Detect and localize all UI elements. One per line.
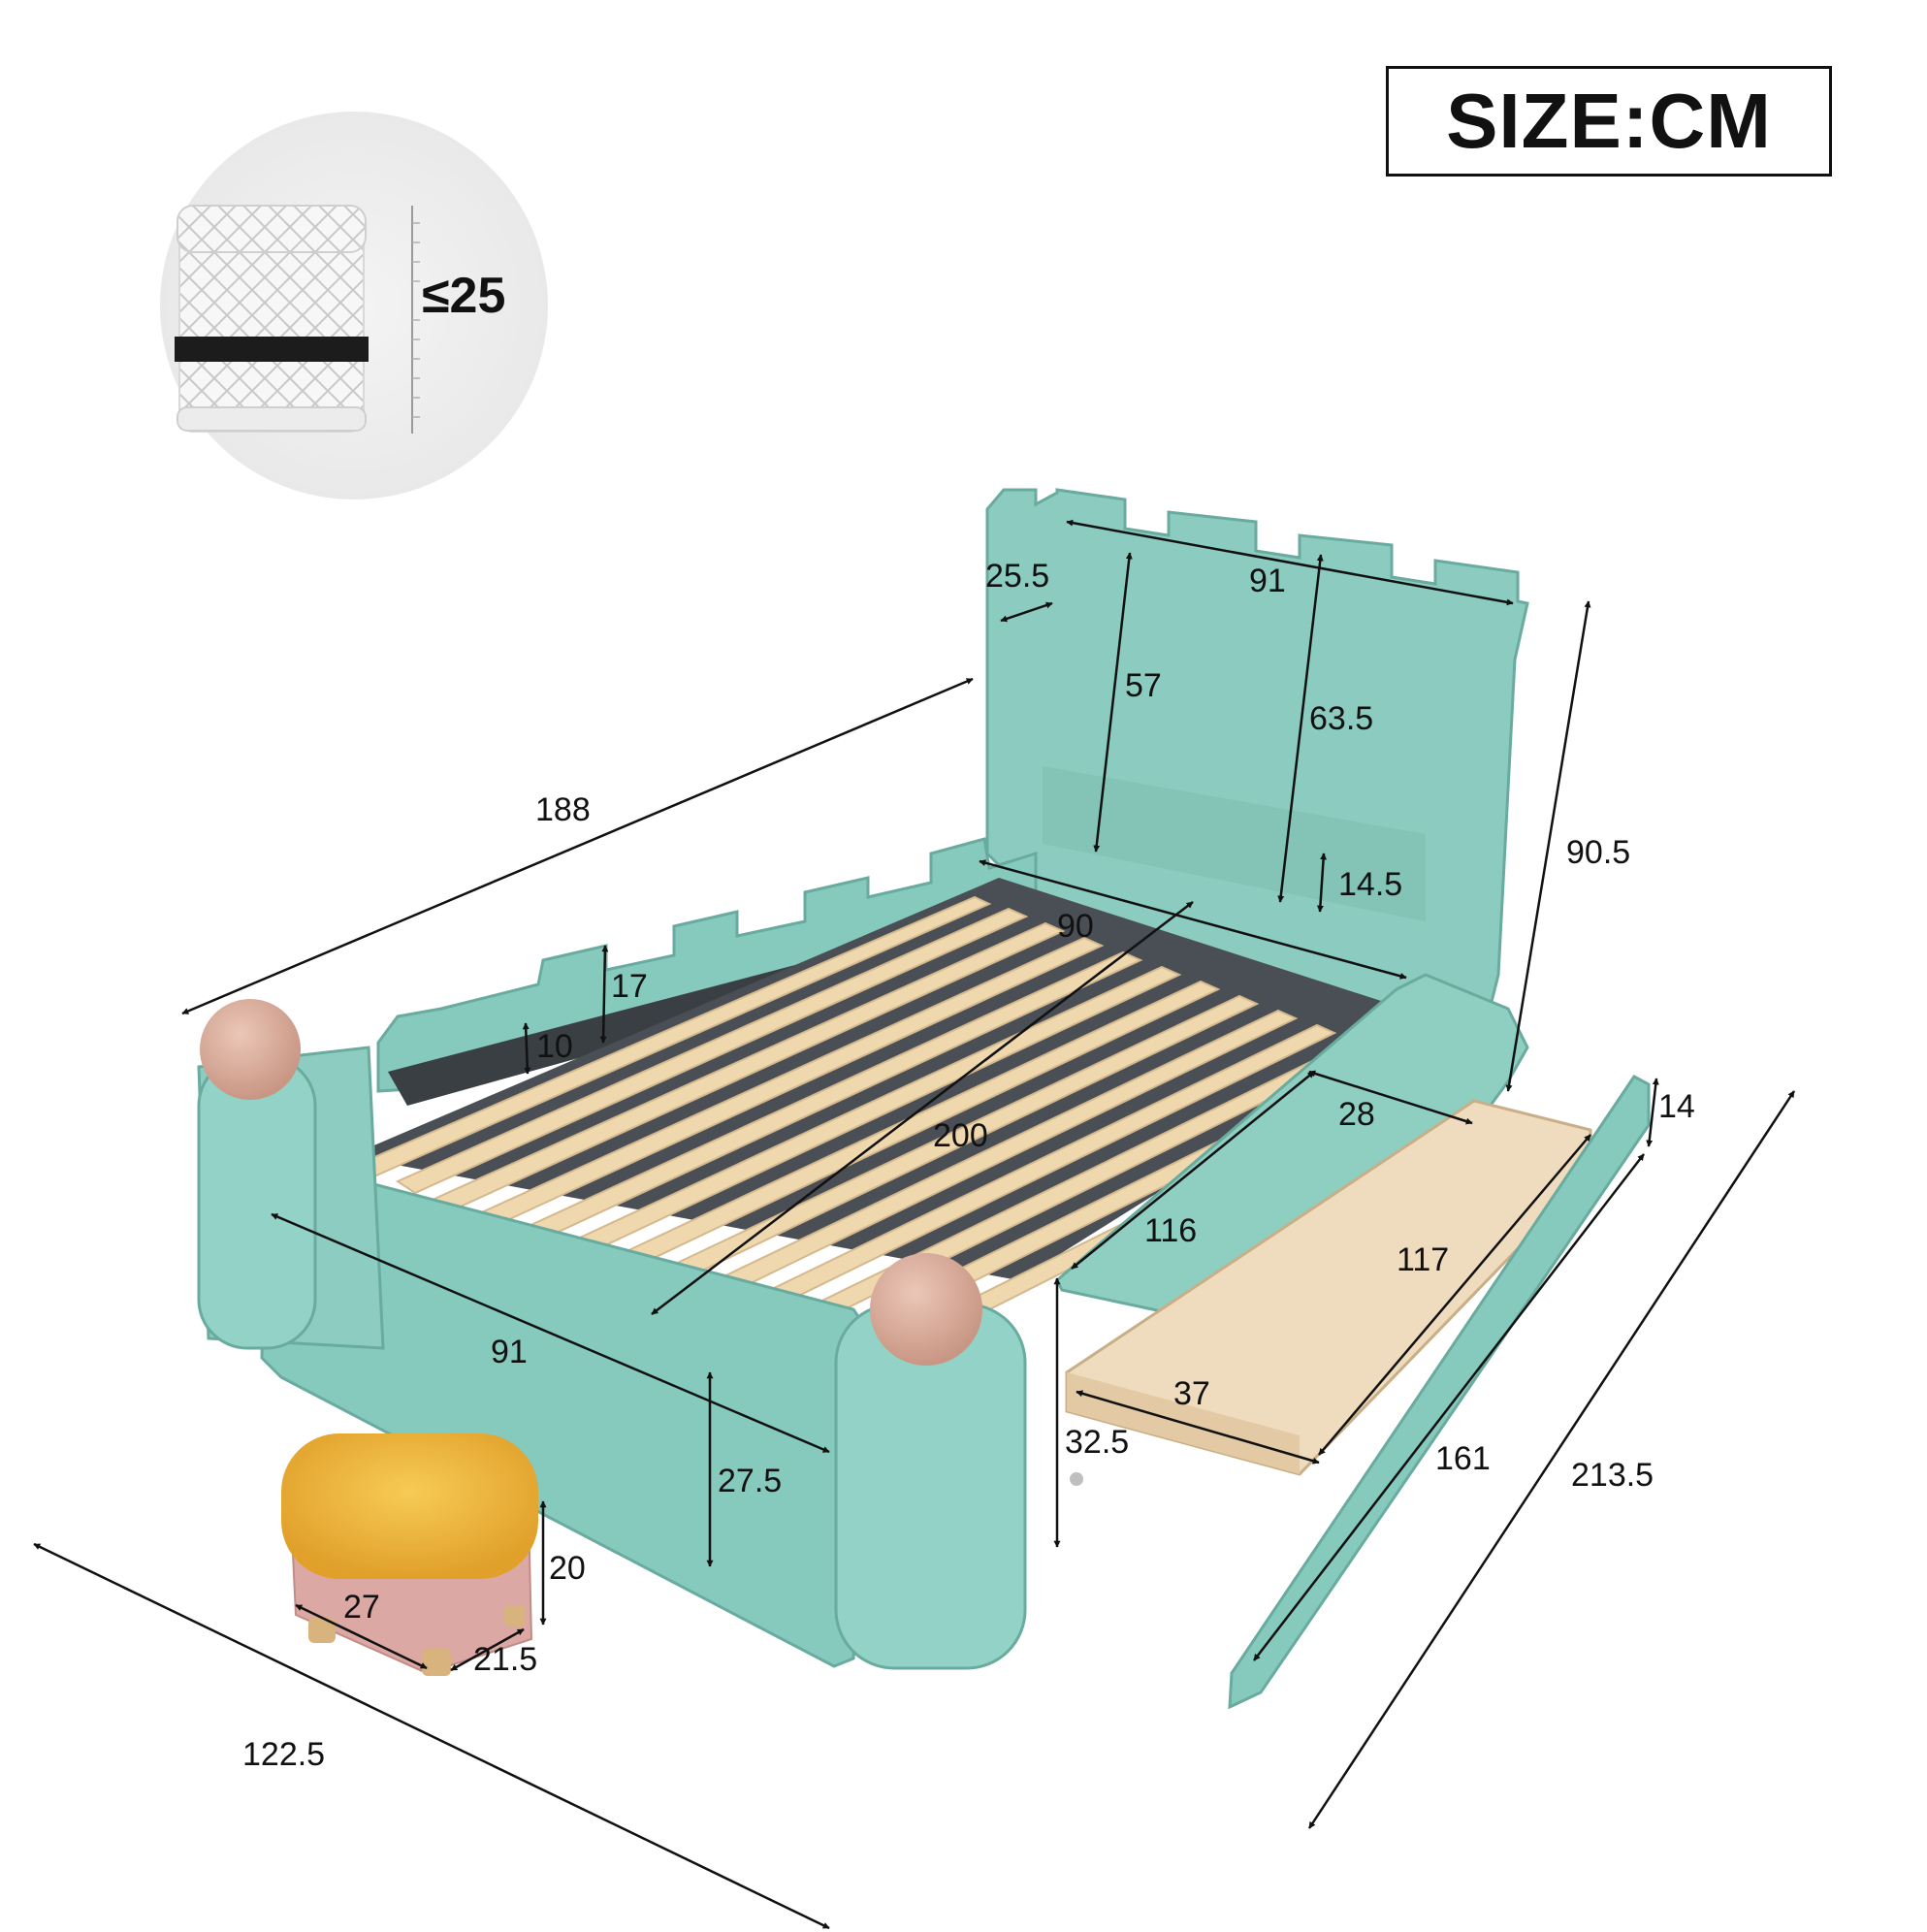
dimension-arrows bbox=[33, 519, 1796, 1930]
size-unit-box: SIZE:CM bbox=[1386, 66, 1832, 177]
drawer-wheel bbox=[1070, 1472, 1083, 1486]
label-side-rail-length: 188 bbox=[535, 791, 591, 828]
arrow-overall-height bbox=[1505, 600, 1591, 1092]
label-drawer-length: 117 bbox=[1397, 1241, 1449, 1278]
arrow-stool-depth bbox=[450, 1627, 525, 1672]
label-overall-length: 213.5 bbox=[1571, 1457, 1654, 1494]
label-headboard-width: 91 bbox=[1249, 563, 1286, 599]
right-post-ball bbox=[870, 1253, 982, 1366]
label-side-rail-low: 10 bbox=[536, 1028, 573, 1065]
stool-cushion bbox=[281, 1433, 538, 1579]
label-stool-depth: 21.5 bbox=[473, 1641, 537, 1678]
label-overall-height: 90.5 bbox=[1566, 834, 1630, 871]
label-drawer-height: 32.5 bbox=[1065, 1424, 1129, 1461]
arrow-overall-length bbox=[1307, 1090, 1796, 1829]
label-drawer-depth: 37 bbox=[1173, 1375, 1210, 1412]
mattress-thickness-label: ≤25 bbox=[422, 268, 505, 324]
mattress-illustration bbox=[175, 205, 369, 433]
left-post-front bbox=[197, 1055, 317, 1350]
arrow-side-rail-low bbox=[522, 1022, 531, 1075]
label-slat-width: 90 bbox=[1057, 908, 1094, 945]
label-overall-width: 122.5 bbox=[242, 1736, 325, 1773]
label-stool-width: 27 bbox=[343, 1589, 380, 1626]
label-headboard-bottom-gap: 14.5 bbox=[1338, 866, 1402, 903]
arrow-headboard-post bbox=[1000, 601, 1053, 623]
label-headboard-post: 25.5 bbox=[985, 558, 1049, 595]
arrow-footboard-width bbox=[271, 1212, 830, 1454]
arrow-shelf-length bbox=[1071, 1071, 1315, 1270]
label-inner-length: 200 bbox=[933, 1117, 988, 1154]
stool bbox=[281, 1433, 538, 1676]
arrow-headboard-center-height bbox=[1277, 554, 1324, 903]
left-post-ball bbox=[200, 999, 301, 1100]
arrow-stool-width bbox=[295, 1603, 428, 1670]
label-crenel-height: 17 bbox=[611, 968, 648, 1005]
stool-leg-2 bbox=[422, 1649, 451, 1676]
label-drawer-front-height: 14 bbox=[1658, 1088, 1695, 1125]
arrow-crenel-height bbox=[599, 945, 609, 1044]
stool-leg-3 bbox=[504, 1605, 526, 1626]
label-footboard-width: 91 bbox=[491, 1334, 528, 1370]
arrow-overall-width bbox=[33, 1542, 830, 1930]
label-footboard-height: 27.5 bbox=[718, 1463, 782, 1499]
label-shelf-length: 116 bbox=[1144, 1212, 1197, 1249]
label-shelf-depth: 28 bbox=[1338, 1096, 1375, 1133]
label-stool-height: 20 bbox=[549, 1550, 586, 1587]
mattress-inset: ≤25 bbox=[160, 112, 548, 499]
size-unit-label: SIZE:CM bbox=[1446, 78, 1772, 164]
arrow-side-rail-length bbox=[181, 677, 974, 1015]
label-headboard-inner-height: 57 bbox=[1125, 667, 1162, 704]
arrow-headboard-inner-height bbox=[1093, 552, 1133, 853]
dimension-labels: 91 25.5 57 63.5 14.5 90.5 188 90 200 17 … bbox=[242, 558, 1695, 1773]
label-headboard-center-height: 63.5 bbox=[1309, 700, 1373, 737]
ruler-ticks bbox=[412, 222, 420, 418]
label-drawer-front-length: 161 bbox=[1435, 1440, 1491, 1477]
